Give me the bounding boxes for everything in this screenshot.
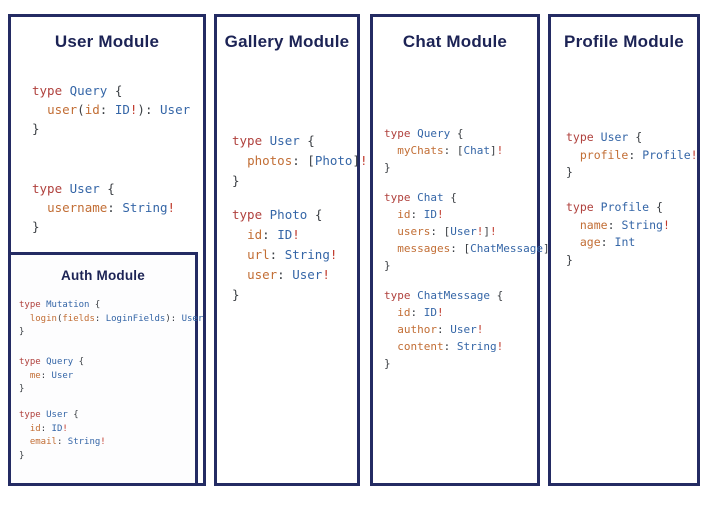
chat-module-code-chatmessage: type ChatMessage { id: ID! author: User!… <box>384 289 504 370</box>
auth-module-panel: Auth Module type Mutation { login(fields… <box>8 252 203 486</box>
chat-module-code-query: type Query { myChats: [Chat]!} <box>384 127 504 174</box>
gallery-module-title: Gallery Module <box>224 32 350 51</box>
gallery-module-code-user: type User { photos: [Photo]!} <box>232 133 368 188</box>
user-module-code-query: type Query { user(id: ID!): User} <box>32 83 191 136</box>
profile-module-code-profile: type Profile { name: String! age: Int} <box>566 200 670 267</box>
user-module-title: User Module <box>54 32 160 51</box>
auth-module-code-query: type Query { me: User} <box>19 357 85 394</box>
profile-module-title: Profile Module <box>564 32 684 51</box>
chat-module-panel: Chat Module type Query { myChats: [Chat]… <box>370 14 556 486</box>
chat-module-code-chat: type Chat { id: ID! users: [User!]! mess… <box>384 191 556 272</box>
gallery-module-code-photo: type Photo { id: ID! url: String! user: … <box>232 207 338 302</box>
user-module-code-user: type User { username: String!} <box>32 181 176 234</box>
chat-module-title: Chat Module <box>402 32 508 51</box>
auth-module-code-mutation: type Mutation { login(fields: LoginField… <box>19 300 204 337</box>
user-module-panel: User Module type Query { user(id: ID!): … <box>8 14 206 486</box>
auth-module-title: Auth Module <box>61 268 145 283</box>
profile-module-code-user: type User { profile: Profile!} <box>566 130 698 179</box>
profile-module-panel: Profile Module type User { profile: Prof… <box>548 14 700 486</box>
auth-module-code-user: type User { id: ID! email: String!} <box>19 410 106 461</box>
gallery-module-panel: Gallery Module type User { photos: [Phot… <box>214 14 368 486</box>
